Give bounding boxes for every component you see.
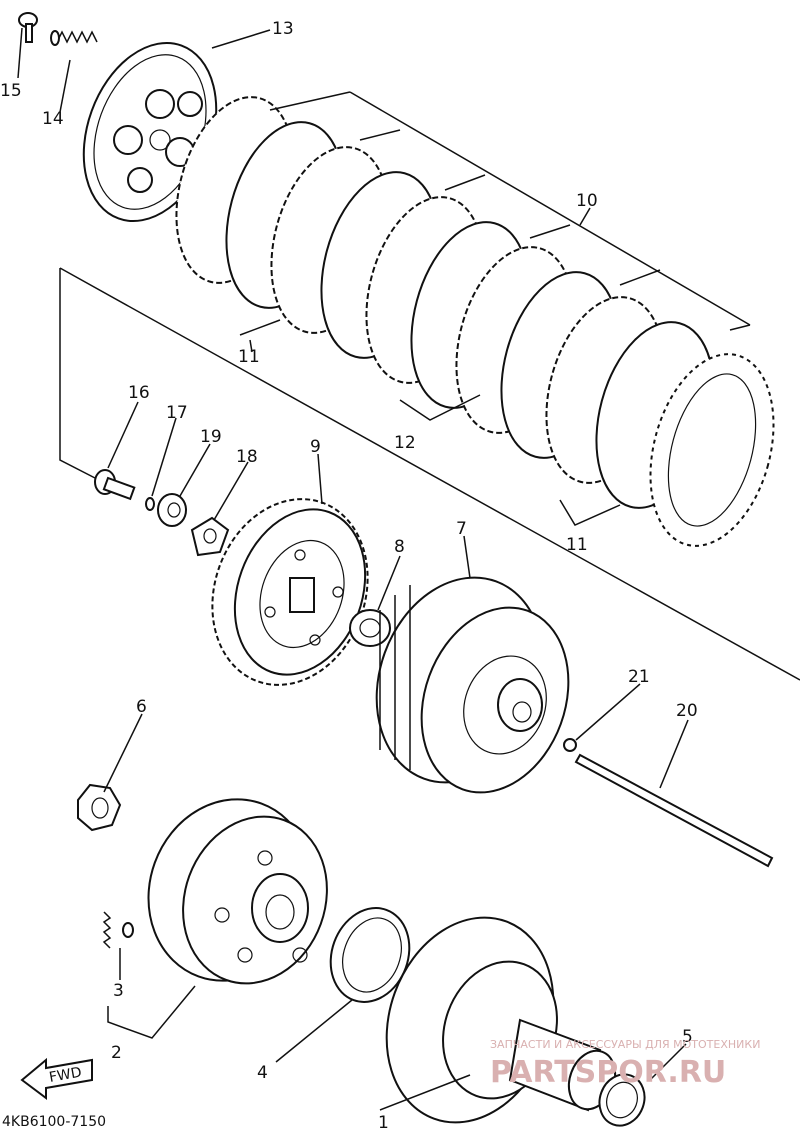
callout-17: 17 [166, 403, 188, 423]
part-7-clutch-boss [375, 576, 570, 794]
fwd-label: FWD [48, 1065, 83, 1086]
part-18-lock-washer [190, 516, 230, 557]
fwd-arrow-icon: FWD [20, 1057, 93, 1100]
callout-1: 1 [378, 1113, 389, 1131]
part-15-bolt [18, 12, 38, 43]
callout-15: 15 [0, 81, 22, 101]
part-2-clutch-carrier [147, 798, 328, 985]
part-21-ball [563, 738, 577, 752]
callout-4: 4 [257, 1063, 268, 1083]
callout-18: 18 [236, 447, 258, 467]
callout-11a: 11 [238, 347, 260, 367]
part-14-spring [50, 30, 98, 46]
part-20-push-rod [574, 753, 774, 868]
callout-13: 13 [272, 19, 294, 39]
callout-20: 20 [676, 701, 698, 721]
friction-and-clutch-plates [175, 96, 775, 547]
part-19-collar [157, 493, 187, 527]
callout-7: 7 [456, 519, 467, 539]
callout-6: 6 [136, 697, 147, 717]
callout-21: 21 [628, 667, 650, 687]
callout-16: 16 [128, 383, 150, 403]
callout-9: 9 [310, 437, 321, 457]
watermark-line2: PARTSPOR.RU [490, 1055, 726, 1090]
callout-11b: 11 [566, 535, 588, 555]
part-5-washer [598, 1073, 646, 1127]
watermark-line1: ЗАПЧАСТИ И АКСЕССУАРЫ ДЛЯ МОТОТЕХНИКИ [490, 1038, 760, 1051]
part-3-spring [102, 911, 134, 949]
part-6-nut [77, 783, 122, 832]
bracket-lines [59, 91, 800, 681]
callout-labels: 1 2 3 4 5 6 7 8 9 10 11 11 12 13 14 15 1… [0, 19, 698, 1131]
callout-14: 14 [42, 109, 64, 129]
part-9-gear [211, 498, 369, 686]
watermark: ЗАПЧАСТИ И АКСЕССУАРЫ ДЛЯ МОТОТЕХНИКИ PA… [490, 1038, 760, 1090]
leader-lines [17, 27, 689, 1111]
callout-3: 3 [113, 981, 124, 1001]
callout-2: 2 [111, 1043, 122, 1063]
callout-8: 8 [394, 537, 405, 557]
part-4-bearing [329, 907, 411, 1003]
part-17-washer [145, 497, 155, 511]
part-8-circlip [349, 609, 391, 647]
drawing-code: 4KB6100-7150 [2, 1114, 106, 1130]
part-16-bolt [94, 469, 136, 501]
callout-5: 5 [682, 1027, 693, 1047]
callout-19: 19 [200, 427, 222, 447]
callout-12: 12 [394, 433, 416, 453]
callout-10: 10 [576, 191, 598, 211]
